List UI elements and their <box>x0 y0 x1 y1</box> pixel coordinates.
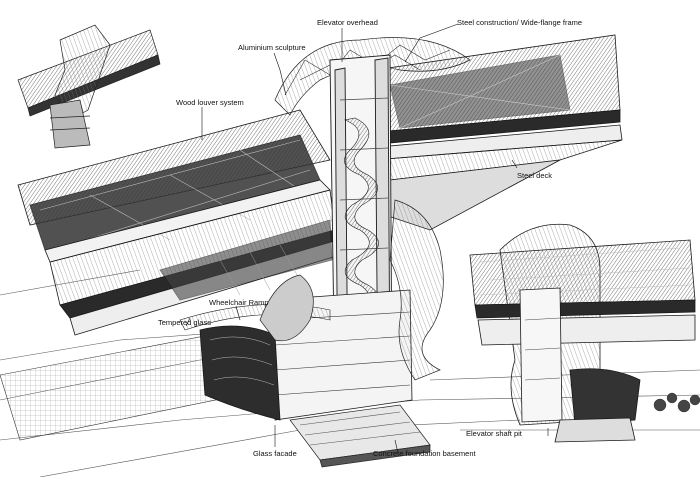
label-elevator-overhead: Elevator overhead <box>317 18 378 27</box>
label-glass-facade: Glass facade <box>253 449 297 458</box>
trees <box>653 392 700 413</box>
label-steel-deck: Steel deck <box>517 171 553 180</box>
label-tempered-glass: Tempered glass <box>158 318 211 327</box>
label-steel-construction: Steel construction/ Wide-flange frame <box>457 18 583 27</box>
label-concrete-foundation: Concrete foundation basement <box>373 449 476 458</box>
label-elevator-shaft-pit: Elevator shaft pit <box>466 429 522 438</box>
right-cantilever <box>339 34 623 231</box>
label-wheelchair-ramp: Wheelchair Ramp <box>209 298 269 307</box>
left-cantilever <box>17 109 341 336</box>
inset-model <box>17 24 161 149</box>
leader-lines <box>185 23 549 454</box>
concrete-foundation <box>289 404 431 468</box>
label-aluminium-sculpture: Aluminium sculpture <box>238 43 306 52</box>
right-model <box>469 223 696 443</box>
label-wood-louver: Wood louver system <box>176 98 244 107</box>
head-sculpture <box>259 199 444 381</box>
